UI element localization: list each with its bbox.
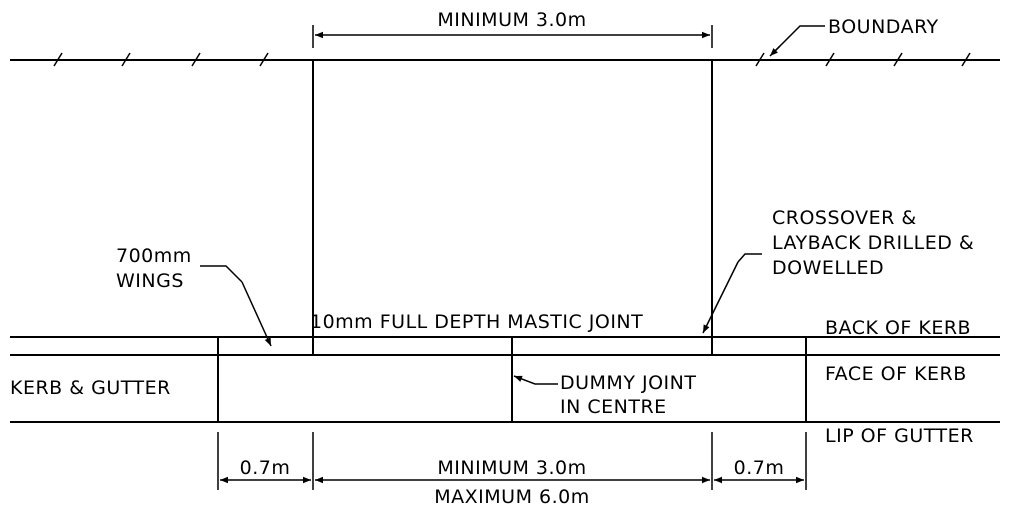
boundary-label: BOUNDARY: [828, 16, 939, 38]
dummy-joint-label-line2: IN CENTRE: [560, 396, 667, 418]
mastic-joint-label: 10mm FULL DEPTH MASTIC JOINT: [310, 311, 643, 333]
min-width-top-label: MINIMUM 3.0m: [437, 9, 586, 31]
top-dimension: [312, 25, 713, 48]
crossover-leader: [702, 253, 762, 334]
back-of-kerb-label: BACK OF KERB: [825, 317, 971, 339]
wings-leader: [200, 265, 272, 347]
driveway-outline: [312, 60, 713, 355]
wings-label-line2: WINGS: [116, 270, 184, 292]
kerb-and-gutter-label: KERB & GUTTER: [10, 377, 171, 399]
boundary-leader: [769, 25, 825, 57]
dim-max-width-label: MAXIMUM 6.0m: [434, 486, 589, 508]
crossover-slab: [217, 337, 807, 422]
dim-left-wing-label: 0.7m: [240, 457, 291, 479]
dummy-joint-leader: [513, 375, 558, 385]
crossover-label-line1: CROSSOVER &: [772, 207, 917, 229]
kerb-lines: [10, 336, 1000, 423]
bottom-dimensions: [217, 432, 807, 490]
face-of-kerb-label: FACE OF KERB: [825, 363, 967, 385]
wings-label-line1: 700mm: [116, 245, 192, 267]
boundary-line: [10, 52, 1000, 67]
crossover-label-line2: LAYBACK DRILLED &: [772, 232, 974, 254]
dim-min-width-label: MINIMUM 3.0m: [437, 457, 586, 479]
dummy-joint-label-line1: DUMMY JOINT: [560, 372, 696, 394]
lip-of-gutter-label: LIP OF GUTTER: [825, 425, 974, 447]
dim-right-wing-label: 0.7m: [734, 457, 785, 479]
crossover-label-line3: DOWELLED: [772, 257, 884, 279]
